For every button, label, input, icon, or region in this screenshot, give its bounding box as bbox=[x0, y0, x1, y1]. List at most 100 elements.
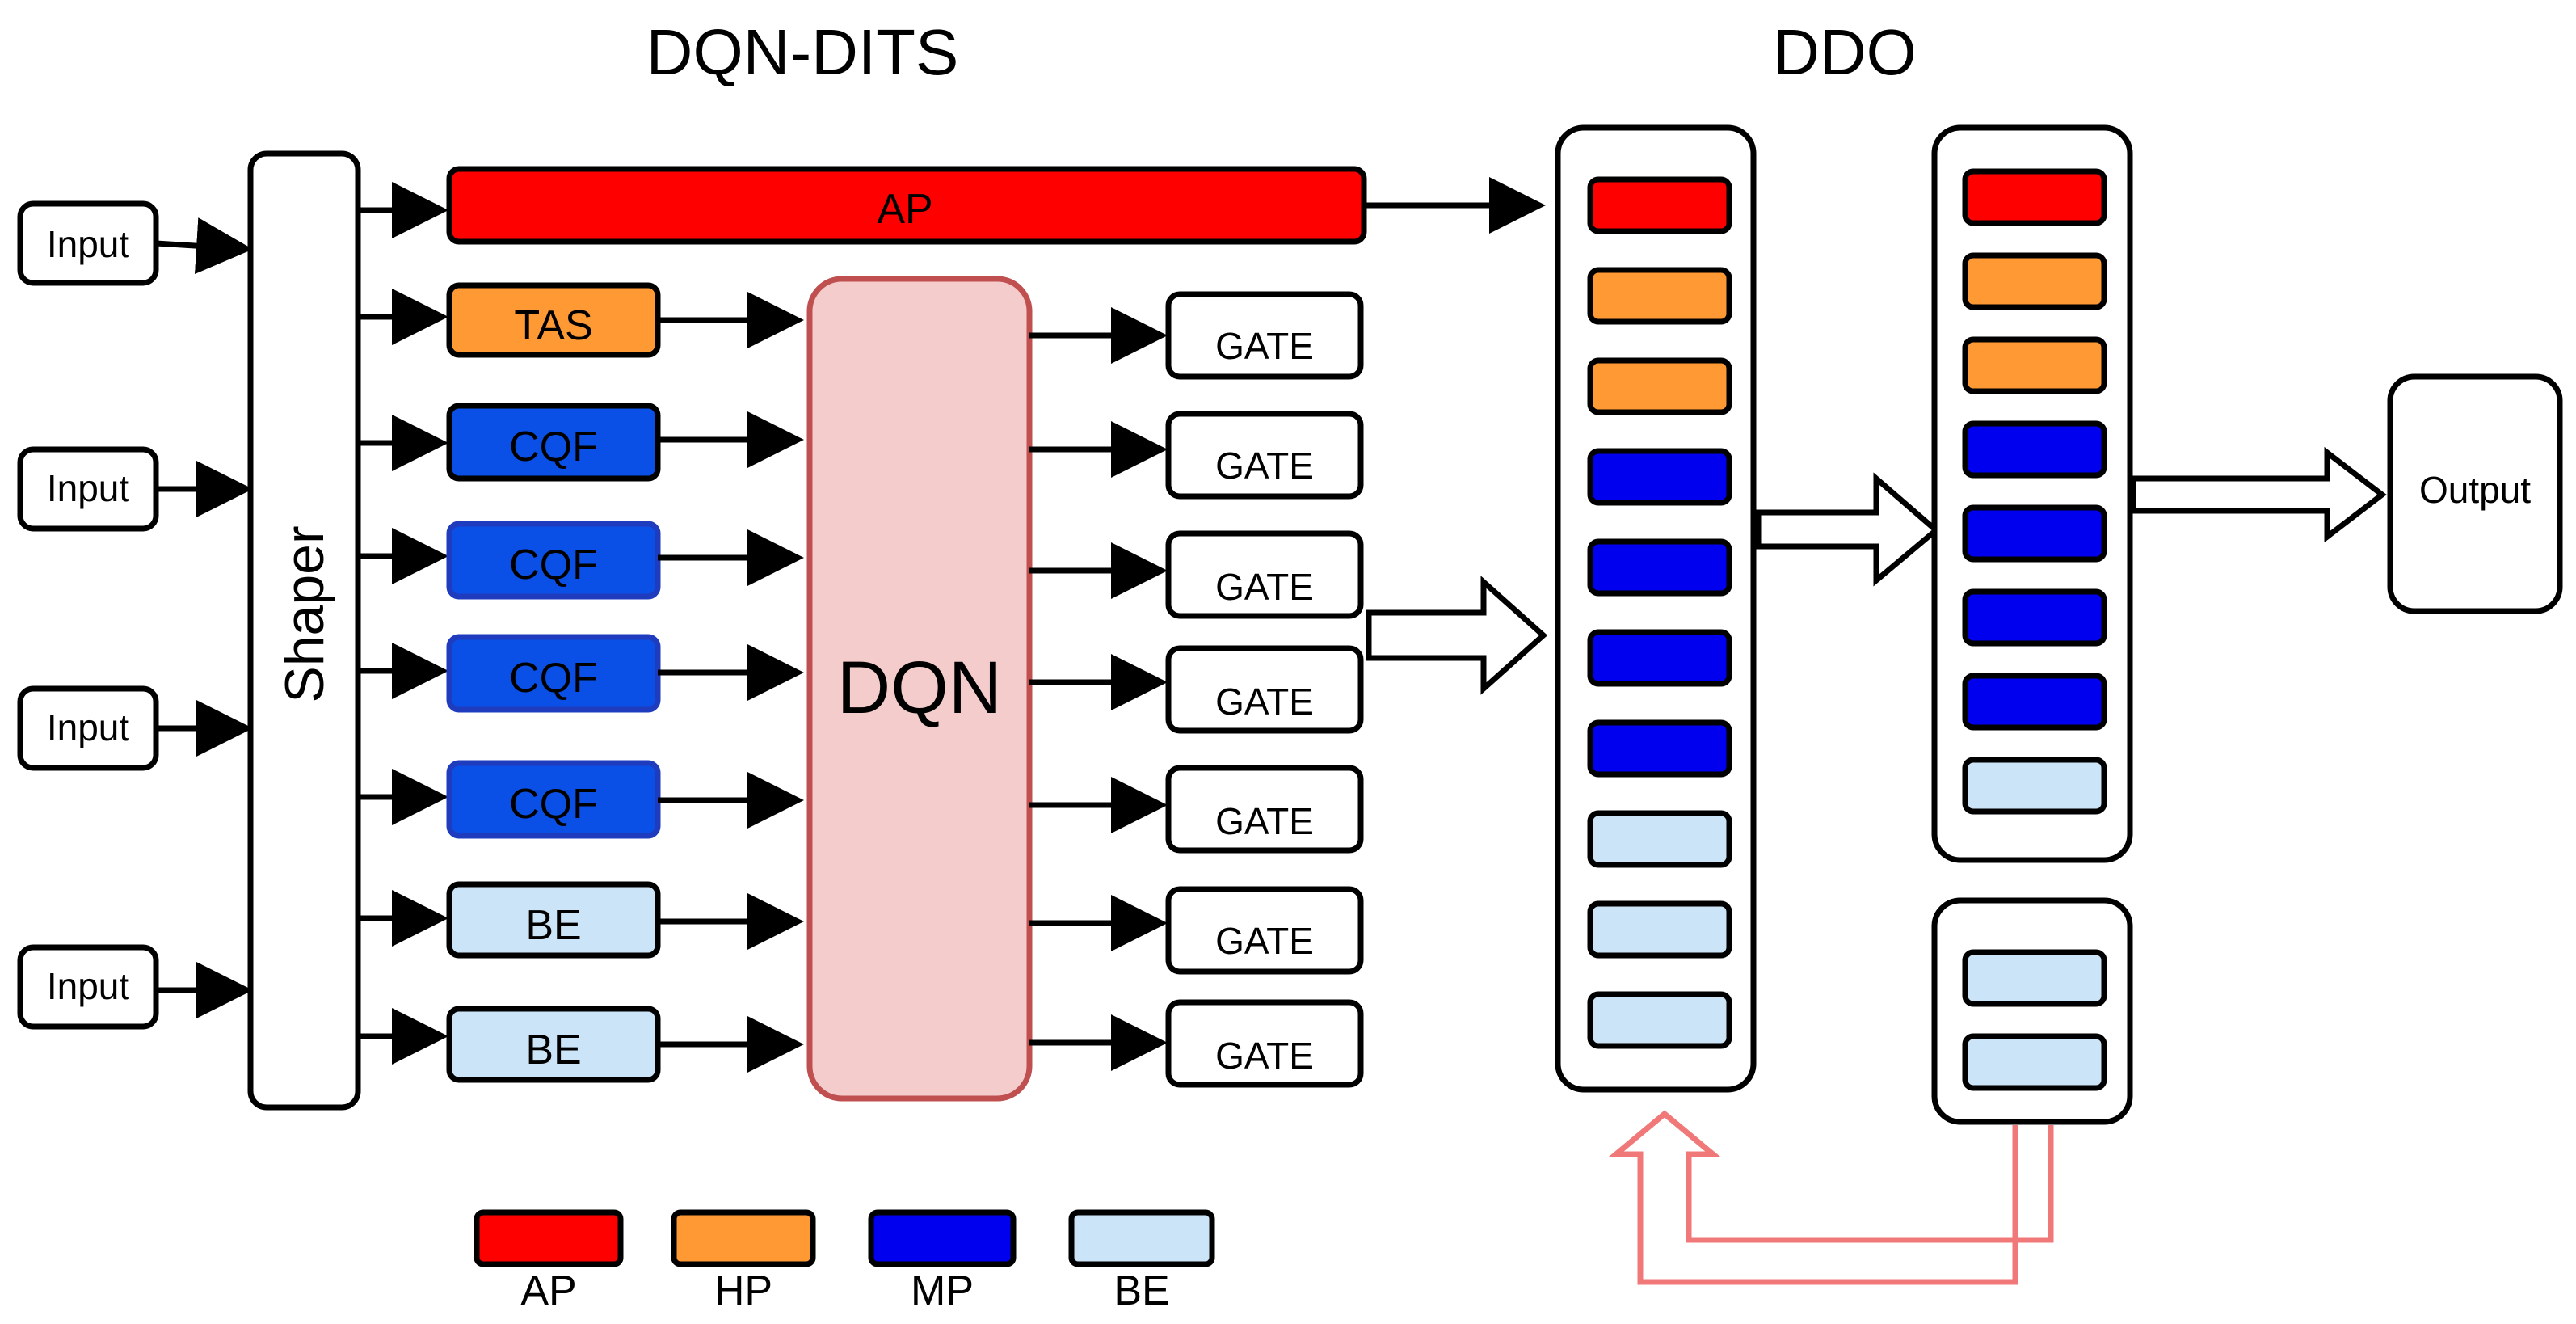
legend-label: AP bbox=[520, 1267, 576, 1314]
arrow bbox=[155, 217, 253, 275]
ddo-slot-be bbox=[1962, 1033, 2107, 1091]
ddo-slot-be bbox=[1962, 949, 2107, 1007]
gate-box: GATE bbox=[1165, 411, 1364, 500]
gate-box: GATE bbox=[1165, 291, 1364, 380]
gates-to-ddo-hollow-arrow bbox=[1366, 576, 1548, 695]
legend-item: AP bbox=[474, 1209, 624, 1314]
input-box: Input bbox=[17, 685, 159, 771]
gate-box: GATE bbox=[1165, 645, 1364, 734]
output-box: Output bbox=[2387, 373, 2563, 614]
gate-box: GATE bbox=[1165, 530, 1364, 619]
ddo-slot-be bbox=[1587, 991, 1732, 1049]
queue-label: TAS bbox=[514, 302, 592, 349]
ddo-queue-3 bbox=[1931, 897, 2133, 1125]
ap-bar-label: AP bbox=[877, 186, 932, 233]
ddo-slot-hp bbox=[1587, 357, 1732, 415]
ddo-slot-mp bbox=[1587, 448, 1732, 506]
legend-swatch bbox=[474, 1209, 624, 1267]
ddo-slot-be bbox=[1962, 757, 2107, 815]
legend-item: HP bbox=[671, 1209, 816, 1314]
queue-label: CQF bbox=[509, 781, 598, 828]
queue-label: BE bbox=[525, 902, 581, 949]
gate-column: GATE GATE GATE GATE GATE GATE GATE bbox=[1165, 291, 1364, 1088]
ddo-queue-1-slots bbox=[1587, 176, 1732, 1049]
ddo-slot-ap bbox=[1587, 176, 1732, 234]
legend-swatch bbox=[671, 1209, 816, 1267]
queue-box: BE bbox=[446, 1006, 661, 1083]
output-label: Output bbox=[2419, 469, 2531, 511]
ddo-slot-ap bbox=[1962, 168, 2107, 226]
ddo-slot-mp bbox=[1962, 420, 2107, 479]
ddo-slot-mp bbox=[1962, 588, 2107, 647]
gate-label: GATE bbox=[1215, 445, 1314, 487]
queue-box: CQF bbox=[446, 403, 661, 482]
gate-label: GATE bbox=[1215, 920, 1314, 962]
shaper-arrows bbox=[358, 182, 448, 1065]
legend-swatch bbox=[868, 1209, 1017, 1267]
ap-bar: AP bbox=[446, 166, 1367, 245]
title-dqn-dits: DQN-DITS bbox=[646, 16, 959, 88]
ddo-queue-2-container bbox=[1931, 124, 2133, 863]
input-label: Input bbox=[47, 965, 130, 1007]
ddo-slot-hp bbox=[1962, 252, 2107, 310]
title-ddo: DDO bbox=[1773, 16, 1917, 88]
ddo1-to-ddo2-hollow-arrow bbox=[1755, 472, 1941, 587]
ddo-queue-2 bbox=[1931, 124, 2133, 863]
input-label: Input bbox=[47, 706, 130, 748]
ddo-queue-1 bbox=[1555, 124, 1757, 1093]
ddo-slot-be bbox=[1587, 810, 1732, 868]
ddo-queue-2-slots bbox=[1962, 168, 2107, 815]
input-box: Input bbox=[17, 944, 159, 1030]
dqn-to-gate-arrows bbox=[1029, 307, 1168, 1071]
ddo-slot-hp bbox=[1962, 336, 2107, 394]
ddo-slot-mp bbox=[1587, 629, 1732, 687]
legend-label: BE bbox=[1113, 1267, 1169, 1314]
ddo-slot-mp bbox=[1587, 538, 1732, 597]
legend-label: MP bbox=[911, 1267, 974, 1314]
gate-box: GATE bbox=[1165, 886, 1364, 975]
legend-label: HP bbox=[714, 1267, 772, 1314]
dqn-rect bbox=[806, 276, 1033, 1102]
queue-to-dqn-arrows bbox=[658, 292, 804, 1073]
queue-box: BE bbox=[446, 881, 661, 959]
queue-box: TAS bbox=[446, 282, 661, 358]
ddo2-to-output-hollow-arrow bbox=[2130, 446, 2387, 543]
input-box: Input bbox=[17, 200, 159, 286]
gate-label: GATE bbox=[1215, 566, 1314, 608]
queue-label: CQF bbox=[509, 655, 598, 702]
input-box: Input bbox=[17, 446, 159, 532]
gate-box: GATE bbox=[1165, 765, 1364, 854]
ddo-queue-3-slots bbox=[1962, 949, 2107, 1091]
shaper-label: Shaper bbox=[274, 525, 335, 702]
legend-item: MP bbox=[868, 1209, 1017, 1314]
gate-box: GATE bbox=[1165, 999, 1364, 1088]
ddo-slot-mp bbox=[1962, 504, 2107, 563]
ddo-slot-be bbox=[1587, 900, 1732, 959]
input-label: Input bbox=[47, 467, 130, 509]
legend-item: BE bbox=[1068, 1209, 1215, 1314]
gate-label: GATE bbox=[1215, 800, 1314, 842]
queue-label: BE bbox=[525, 1027, 581, 1073]
dqn-label: DQN bbox=[837, 647, 1002, 729]
dqn-block: DQN bbox=[806, 276, 1033, 1102]
gate-label: GATE bbox=[1215, 681, 1314, 723]
input-group: Input Input Input Input bbox=[17, 200, 159, 1030]
queue-label: CQF bbox=[509, 542, 598, 588]
ddo-slot-mp bbox=[1962, 673, 2107, 731]
queue-box: CQF bbox=[446, 634, 661, 713]
feedback-hollow-arrow bbox=[1608, 1110, 2054, 1285]
queue-label: CQF bbox=[509, 424, 598, 470]
ddo-slot-hp bbox=[1587, 267, 1732, 325]
queue-box: CQF bbox=[446, 521, 661, 600]
gate-label: GATE bbox=[1215, 1035, 1314, 1077]
gate-label: GATE bbox=[1215, 325, 1314, 367]
shaper: Shaper bbox=[247, 150, 361, 1111]
input-arrows bbox=[155, 217, 253, 1018]
legend-swatch bbox=[1068, 1209, 1215, 1267]
queue-box: CQF bbox=[446, 760, 661, 839]
legend: AP HP MP BE bbox=[474, 1209, 1215, 1314]
ddo-slot-mp bbox=[1587, 719, 1732, 778]
queue-column: TAS CQF CQF CQF CQF BE BE bbox=[446, 282, 661, 1083]
input-label: Input bbox=[47, 223, 130, 265]
